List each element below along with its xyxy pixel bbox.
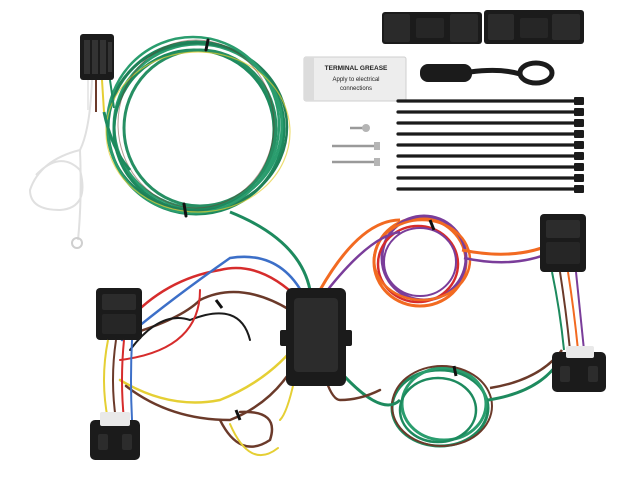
right-lower-vehicle-connector [552, 346, 606, 392]
grease-packet-title: TERMINAL GREASE [325, 65, 388, 72]
converter-module [280, 288, 352, 386]
terminal-grease-packet: TERMINAL GREASE Apply to electrical conn… [303, 56, 407, 102]
green-wire-coil [105, 35, 291, 218]
mounting-brackets [382, 10, 584, 44]
grease-packet-line1: Apply to electrical [332, 77, 379, 83]
zip-tie-heads [574, 97, 584, 193]
green-lead-wire [229, 210, 312, 291]
white-ground-wire [28, 79, 93, 249]
green-lower-wire-coil [328, 349, 564, 448]
right-upper-vehicle-connector [540, 214, 586, 351]
orange-purple-wire-coil [318, 214, 561, 308]
mounting-screws [332, 124, 380, 166]
grease-packet-line2: connections [340, 86, 372, 92]
harness-wire-ties [214, 299, 458, 421]
four-pin-trailer-connector [80, 34, 115, 113]
left-harness-wires [118, 255, 382, 457]
left-lower-vehicle-connector [90, 412, 140, 460]
dust-cap [420, 60, 555, 86]
zip-ties [396, 99, 580, 191]
left-upper-vehicle-connector [96, 288, 142, 421]
